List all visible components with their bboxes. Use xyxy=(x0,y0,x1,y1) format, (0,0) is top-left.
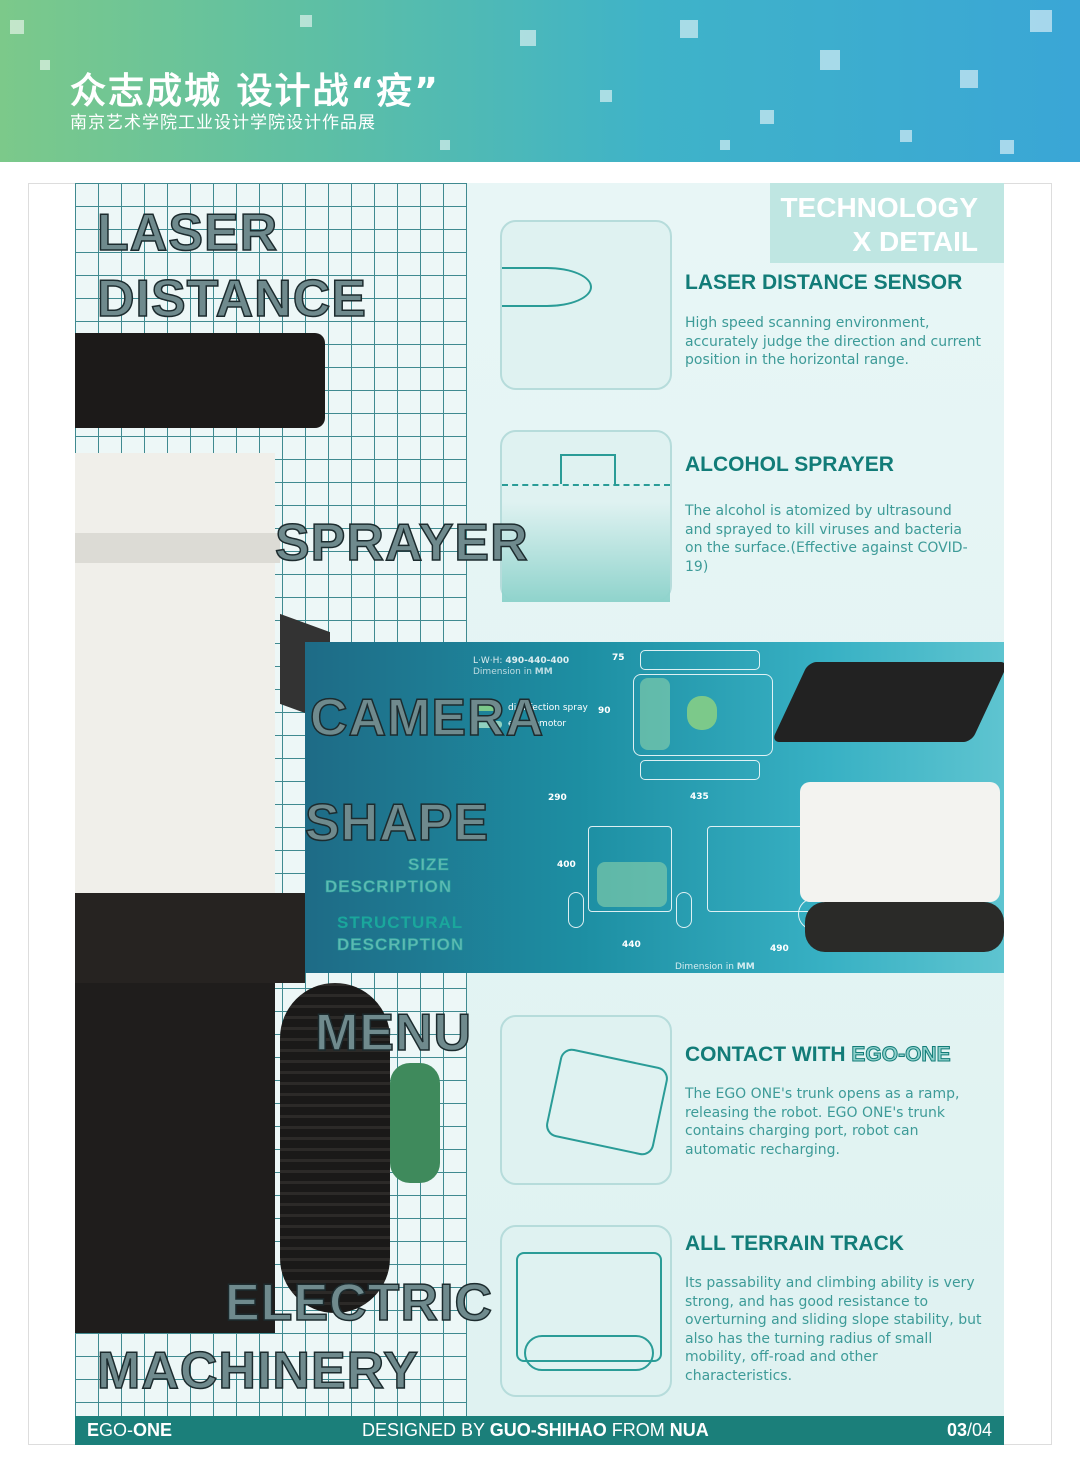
ego-one-lid xyxy=(771,662,1004,742)
brand-go: GO- xyxy=(99,1420,134,1440)
ego-one-trunk xyxy=(800,782,1000,902)
outline-word: DESCRIPTION xyxy=(337,935,465,955)
credit-prefix: DESIGNED BY xyxy=(362,1420,490,1440)
unit-value: MM xyxy=(736,962,755,972)
outline-word: DESCRIPTION xyxy=(325,877,453,897)
header-line2: X DETAIL xyxy=(852,226,978,257)
feature-title: ALL TERRAIN TRACK xyxy=(685,1232,904,1255)
feature-desc: The EGO ONE's trunk opens as a ramp, rel… xyxy=(685,1086,960,1158)
robot-base xyxy=(75,893,305,983)
outline-word: SPRAYER xyxy=(274,513,529,573)
legend-motor: electromotor xyxy=(508,719,567,729)
feature-title-outline: EGO-ONE xyxy=(851,1043,951,1067)
ego-one-track xyxy=(805,902,1004,952)
designer-name: GUO-SHIHAO xyxy=(489,1420,607,1440)
outline-word: LASER xyxy=(96,203,279,263)
outline-word: DISTANCE xyxy=(96,269,367,329)
unit-label: Dimension in xyxy=(473,667,532,677)
outline-word: MACHINERY xyxy=(96,1341,419,1401)
dim-435: 435 xyxy=(690,792,709,802)
poster: L·W·H: 490-440-400 Dimension in MM disin… xyxy=(75,183,1004,1445)
dim-490: 490 xyxy=(770,944,789,954)
legend-spray: disinfection spray xyxy=(508,703,588,713)
dim-75: 75 xyxy=(612,653,625,663)
feature-title: LASER DISTANCE SENSOR xyxy=(685,271,963,294)
unit-value: MM xyxy=(534,667,553,677)
dim-90: 90 xyxy=(598,706,611,716)
outline-word: STRUCTURAL xyxy=(337,913,464,932)
page-total: /04 xyxy=(966,1420,992,1440)
credit-from: FROM xyxy=(606,1420,670,1440)
feature-title: ALCOHOL SPRAYER xyxy=(685,453,894,476)
top-view-bumper xyxy=(640,650,760,670)
sprayer-illustration xyxy=(500,430,672,602)
unit-label: Dimension in xyxy=(675,962,734,972)
lwh-label: L·W·H: xyxy=(473,656,503,666)
brand-one: ONE xyxy=(133,1420,173,1440)
outline-word: ELECTRIC xyxy=(224,1273,493,1333)
banner-subtitle: 南京艺术学院工业设计学院设计作品展 xyxy=(70,113,376,133)
robot-handle xyxy=(75,533,280,563)
legend-swatch-spray xyxy=(472,704,502,711)
trunk-ramp-illustration xyxy=(500,1015,672,1185)
feature-desc: The alcohol is atomized by ultrasound an… xyxy=(685,503,968,575)
lwh-value: 490-440-400 xyxy=(505,656,570,666)
top-view xyxy=(633,674,773,756)
robot-body xyxy=(75,453,275,893)
track xyxy=(280,983,390,1313)
track-illustration xyxy=(500,1225,672,1397)
feature-title: CONTACT WITH EGO-ONE xyxy=(685,1043,951,1067)
front-view xyxy=(588,826,672,912)
outline-word: SHAPE xyxy=(304,793,490,853)
robot-lid xyxy=(75,333,325,428)
robot-chassis xyxy=(75,983,275,1333)
dim-290: 290 xyxy=(548,793,567,803)
spray-marker xyxy=(687,696,717,730)
outline-word: SIZE xyxy=(408,855,450,875)
school-name: NUA xyxy=(669,1420,709,1440)
dimension-panel: L·W·H: 490-440-400 Dimension in MM disin… xyxy=(305,642,1004,973)
brand-e: E xyxy=(87,1420,100,1440)
page-number: 03 xyxy=(946,1420,967,1440)
header-line1: TECHNOLOGY xyxy=(780,192,978,223)
footer-bar: EGO-ONE DESIGNED BY GUO-SHIHAO FROM NUA … xyxy=(75,1416,1004,1445)
laser-sensor-illustration xyxy=(500,220,672,390)
feature-title-text: CONTACT WITH xyxy=(685,1043,846,1066)
wheel-motor xyxy=(390,1063,440,1183)
technology-detail-header: TECHNOLOGY X DETAIL xyxy=(770,183,1004,263)
exhibition-banner: 众志成城 设计战“疫” 南京艺术学院工业设计学院设计作品展 xyxy=(0,0,1080,162)
outline-word: CAMERA xyxy=(309,688,545,748)
feature-desc: Its passability and climbing ability is … xyxy=(685,1275,982,1384)
banner-title: 众志成城 设计战“疫” xyxy=(70,71,440,112)
legend-swatch-motor xyxy=(472,721,502,728)
dim-400: 400 xyxy=(557,860,576,870)
dim-440: 440 xyxy=(622,940,641,950)
outline-word: MENU xyxy=(314,1003,473,1063)
feature-desc: High speed scanning environment, accurat… xyxy=(685,315,982,368)
